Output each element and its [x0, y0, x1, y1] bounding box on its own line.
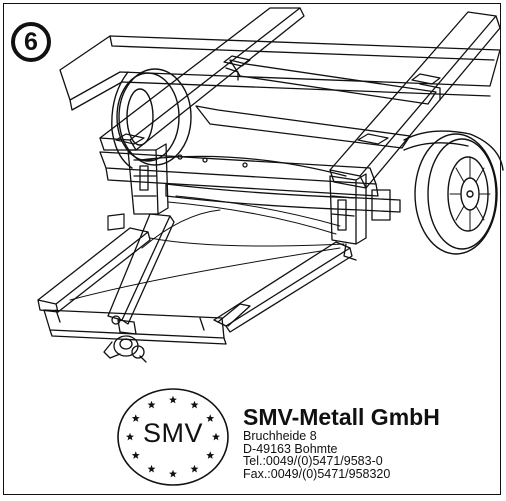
star-icon	[190, 400, 199, 409]
right-longitudinal-beam	[329, 11, 501, 189]
diagonal-arm-right	[213, 241, 353, 333]
axle-tube	[165, 183, 401, 221]
wheel-right	[403, 130, 504, 255]
eu-star-ring-icon	[117, 388, 229, 486]
tie-rods	[69, 195, 345, 301]
star-icon	[212, 432, 220, 441]
star-icon	[169, 395, 177, 404]
address-line-street: Bruchheide 8	[243, 429, 317, 443]
address-line-city: D-49163 Bohmte	[243, 441, 338, 456]
gussets	[107, 55, 441, 231]
step-number-badge: 6	[11, 22, 51, 62]
page-frame	[3, 3, 501, 495]
star-icon	[169, 469, 177, 478]
star-icon	[206, 414, 215, 422]
star-icon	[190, 464, 199, 473]
left-longitudinal-beam	[99, 7, 305, 151]
mid-cross-member	[195, 59, 441, 149]
smv-logo: SMV	[116, 387, 230, 487]
star-icon	[206, 451, 215, 459]
logo-text: SMV	[142, 418, 203, 448]
tow-hitch-icon	[103, 315, 147, 363]
star-icon	[147, 400, 156, 409]
star-icon	[147, 464, 156, 473]
company-name: SMV-Metall GmbH	[243, 404, 440, 430]
phone-line: Tel.:0049/(0)5471/9583-0	[243, 454, 383, 468]
front-frame	[37, 227, 251, 345]
star-icon	[131, 414, 140, 422]
left-bracket	[127, 143, 169, 215]
star-icon	[126, 432, 134, 441]
rear-cross-member	[59, 35, 501, 111]
fax-line: Fax.:0049/(0)5471/958320	[243, 466, 391, 481]
star-icon	[131, 451, 140, 459]
company-block: SMV-Metall GmbH Bruchheide 8 D-49163 Boh…	[243, 404, 501, 480]
step-number: 6	[24, 27, 38, 56]
